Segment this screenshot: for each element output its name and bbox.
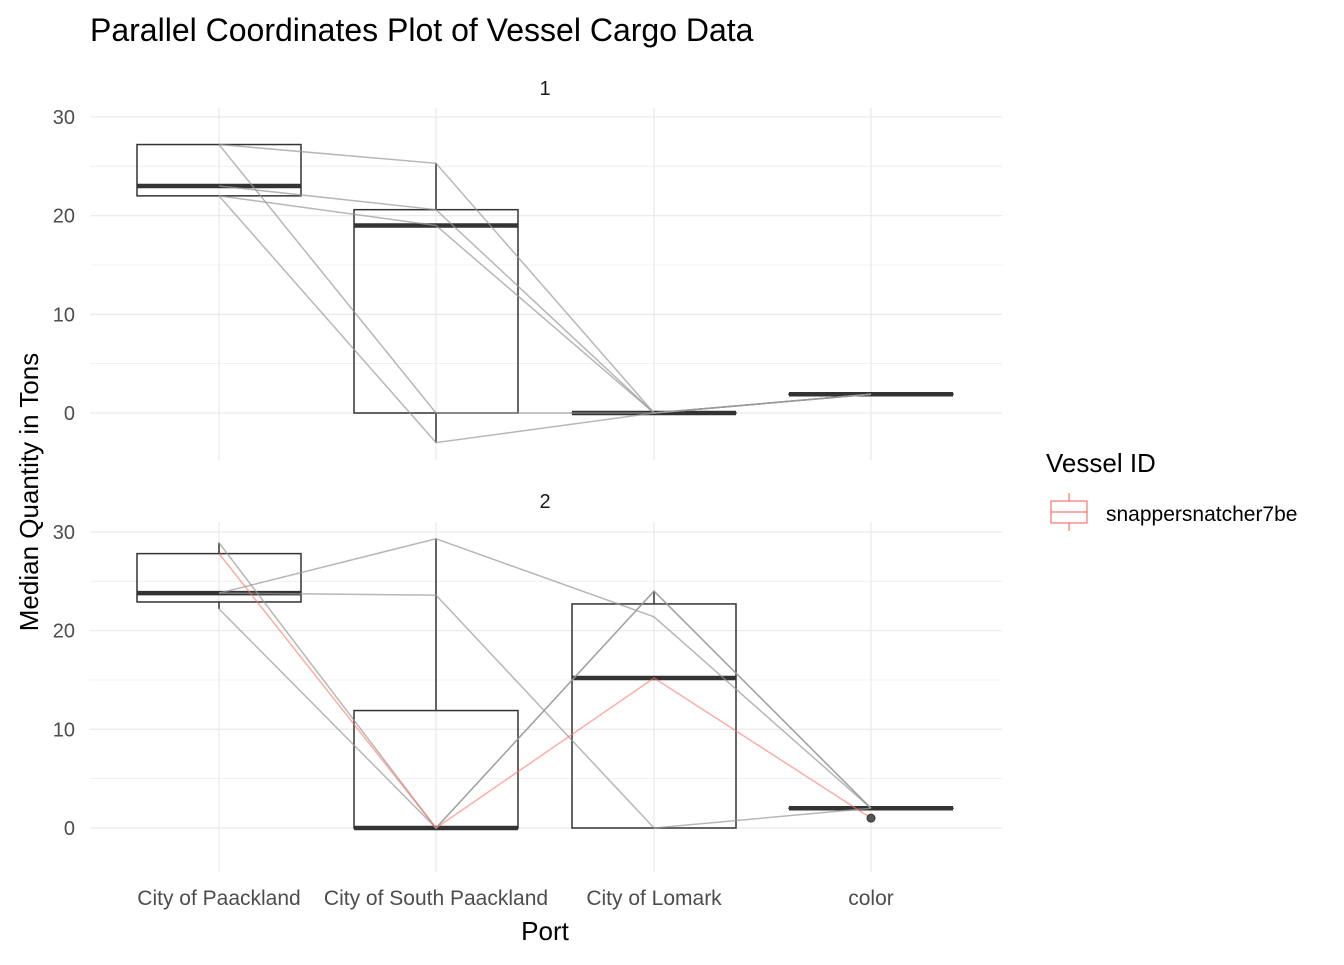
series-line-snappersnatcher7be bbox=[219, 554, 871, 828]
x-tick-label: color bbox=[848, 887, 894, 910]
legend: Vessel ID snappersnatcher7be bbox=[1046, 448, 1297, 531]
series-line bbox=[219, 196, 871, 413]
legend-key-icon bbox=[1051, 493, 1087, 531]
y-tick-label: 20 bbox=[53, 621, 75, 643]
panel-2: 0 10 20 30 2 bbox=[53, 491, 1002, 872]
series-line bbox=[219, 543, 871, 828]
series-line bbox=[219, 145, 871, 413]
y-tick-label: 30 bbox=[53, 522, 75, 544]
y-tick-label: 10 bbox=[53, 304, 75, 326]
legend-title: Vessel ID bbox=[1046, 448, 1156, 478]
series-line bbox=[219, 145, 871, 413]
y-tick-label: 10 bbox=[53, 719, 75, 741]
series-line bbox=[219, 186, 871, 413]
outlier-point bbox=[867, 814, 875, 822]
panel-1: 0 10 20 30 1 bbox=[53, 78, 1002, 460]
x-tick-label: City of South Paackland bbox=[324, 887, 548, 910]
y-tick-label: 0 bbox=[64, 403, 75, 425]
y-axis-label: Median Quantity in Tons bbox=[14, 353, 44, 631]
chart-title: Parallel Coordinates Plot of Vessel Carg… bbox=[90, 12, 754, 48]
y-tick-label: 30 bbox=[53, 107, 75, 129]
x-tick-label: City of Lomark bbox=[586, 887, 722, 910]
legend-entry-label: snappersnatcher7be bbox=[1106, 503, 1297, 526]
x-tick-label: City of Paackland bbox=[137, 887, 300, 910]
facet-label: 1 bbox=[539, 78, 550, 100]
y-tick-label: 0 bbox=[64, 818, 75, 840]
x-axis-label: Port bbox=[521, 916, 569, 946]
y-tick-label: 20 bbox=[53, 206, 75, 228]
facet-label: 2 bbox=[539, 491, 550, 513]
series-line bbox=[219, 539, 871, 808]
